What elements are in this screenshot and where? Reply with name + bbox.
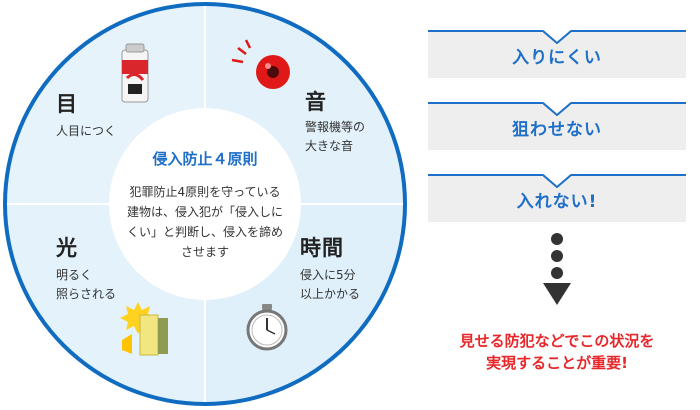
circle-graphic <box>3 2 407 406</box>
step-notch <box>543 174 571 188</box>
principle-eye-desc: 人目につく <box>56 124 117 138</box>
principle-time-desc: 侵入に5分 以上かかる <box>300 268 361 301</box>
alarm-bell-icon <box>231 39 290 89</box>
step-box-1: 入りにくい <box>428 30 686 78</box>
arrow-down-icon <box>543 283 571 305</box>
principle-sound-title: 音 <box>305 90 327 114</box>
principles-circle: 目 人目につく 音 警報機等の 大きな音 光 明るく 照らされる 時間 侵入に5… <box>3 2 407 406</box>
spray-can-icon <box>121 43 149 103</box>
ellipsis-dot <box>551 267 563 279</box>
principle-light-title: 光 <box>56 236 78 260</box>
step-label-2: 狙わせない <box>512 119 602 140</box>
step-label-1: 入りにくい <box>512 47 602 68</box>
step-label-3: 入れない! <box>516 191 598 212</box>
stopwatch-icon <box>246 304 288 351</box>
conclusion-text: 見せる防犯などでこの状況を 実現することが重要! <box>459 332 655 372</box>
center-text: 犯罪防止4原則を守っている 建物は、侵入犯が「侵入しに くい」と判断し、侵入を諦… <box>126 185 283 259</box>
step-notch <box>543 102 571 116</box>
light-icon <box>120 302 168 356</box>
ellipsis-dot <box>551 233 563 245</box>
principle-time-title: 時間 <box>300 236 344 260</box>
center-disc <box>109 108 301 300</box>
step-notch <box>543 30 571 44</box>
ellipsis-dot <box>551 250 563 262</box>
center-title: 侵入防止４原則 <box>152 150 258 168</box>
principle-light-desc: 明るく 照らされる <box>56 268 117 301</box>
principle-eye-title: 目 <box>56 92 78 116</box>
step-box-3: 入れない! <box>428 174 686 222</box>
principle-sound-desc: 警報機等の 大きな音 <box>305 120 366 153</box>
step-box-2: 狙わせない <box>428 102 686 150</box>
